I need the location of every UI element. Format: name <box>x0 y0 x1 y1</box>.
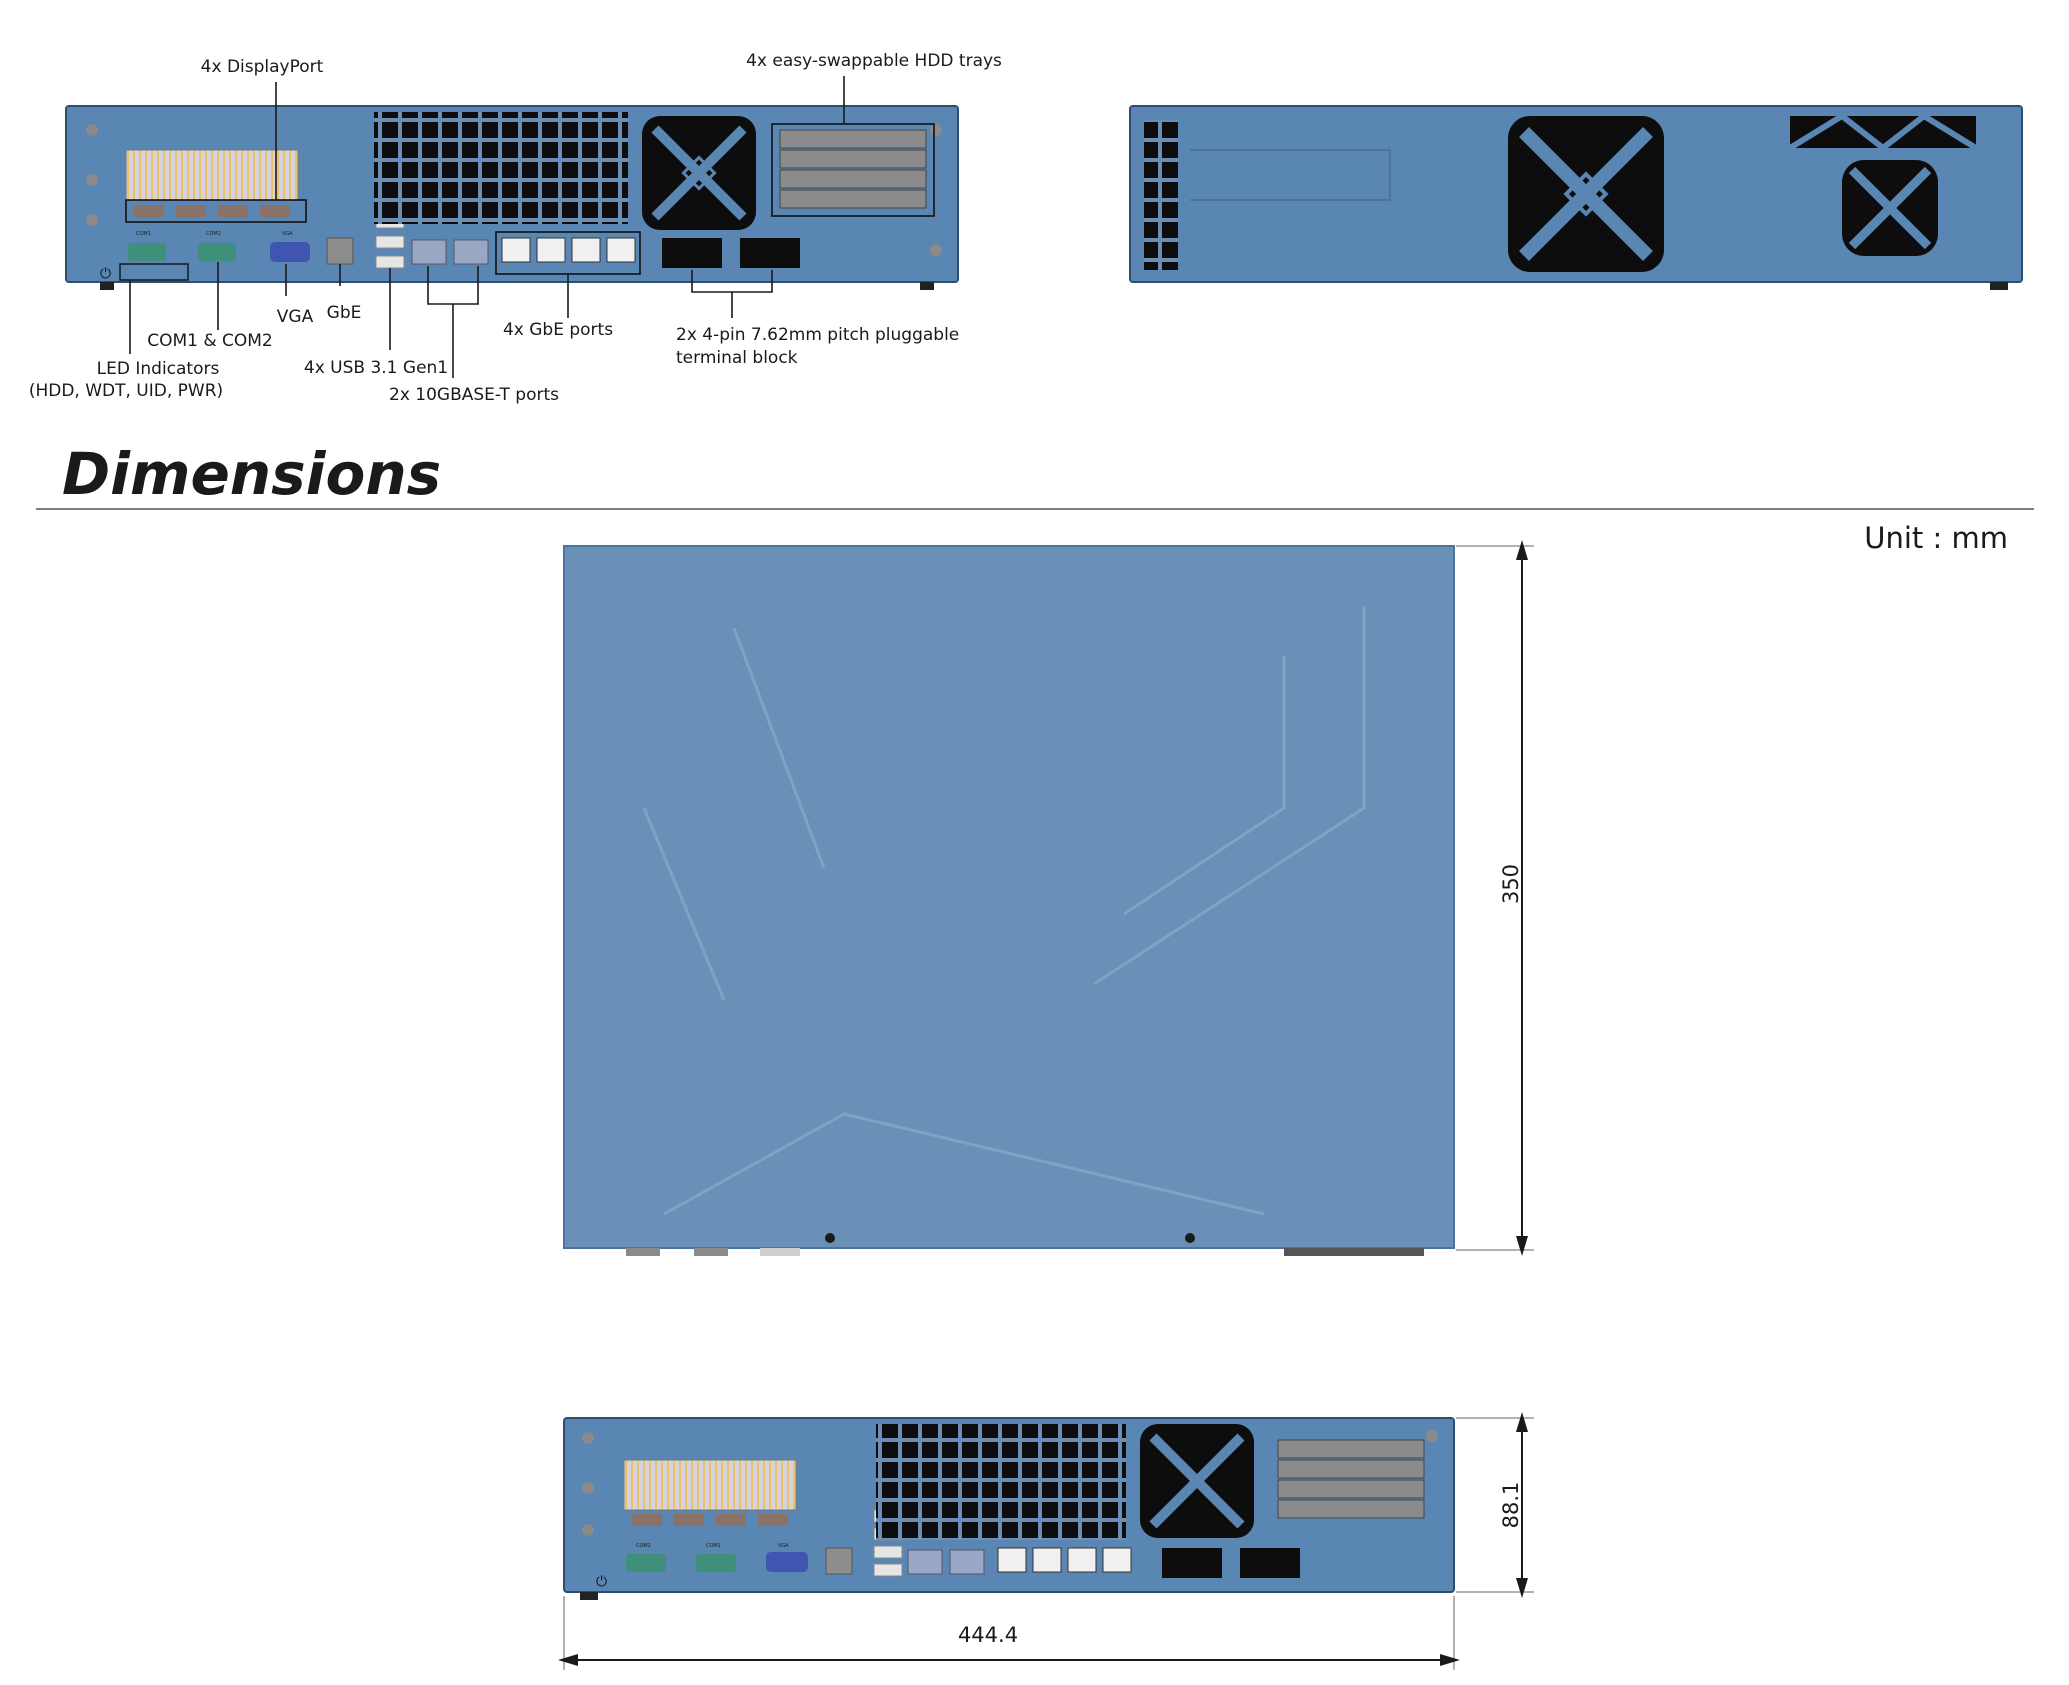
fan-icon <box>1140 1424 1254 1538</box>
depth-value: 350 <box>1499 864 1523 904</box>
terminal-block <box>662 238 722 268</box>
usb-port <box>375 255 405 269</box>
screw <box>86 124 98 136</box>
screw <box>86 174 98 186</box>
led-label-line1: LED Indicators <box>97 359 220 379</box>
callout-lines <box>129 76 845 378</box>
vent-grid <box>374 112 628 224</box>
gbe-lan-port <box>571 237 601 263</box>
displayport-box <box>125 199 307 223</box>
displayport-connector <box>176 205 206 217</box>
hdd-trays-label: 4x easy-swappable HDD trays <box>746 51 1002 71</box>
com1-port <box>128 243 166 261</box>
gbe-label: GbE <box>327 303 362 323</box>
power-icon: ⏻ <box>100 265 111 281</box>
unit-label: Unit : mm <box>1864 521 2008 555</box>
10gbase-t-label: 2x 10GBASE-T ports <box>389 385 559 405</box>
displayport-connector <box>134 205 164 217</box>
height-dimension <box>1456 1412 1534 1598</box>
fan-icon <box>1842 160 1938 256</box>
hdd-tray <box>779 129 927 149</box>
front-com2-text: COM2 <box>636 1543 651 1549</box>
front-panel: COM1 COM2 VGA ⏻ <box>65 105 959 290</box>
depth-dimension <box>1456 540 1534 1256</box>
displayport-connector <box>218 205 248 217</box>
led-label-line2: (HDD, WDT, UID, PWR) <box>29 381 223 401</box>
led-indicator-box <box>119 263 189 281</box>
foot <box>100 282 114 290</box>
com1-port-text: COM1 <box>136 231 151 237</box>
screw <box>86 214 98 226</box>
10gbase-t-port <box>411 239 447 265</box>
foot <box>1990 282 2008 290</box>
gbe-port <box>326 237 354 265</box>
vga-port <box>270 242 310 262</box>
hdd-tray <box>779 149 927 169</box>
com2-port-text: COM2 <box>206 231 221 237</box>
10gbase-t-port <box>453 239 489 265</box>
fan-icon <box>642 116 756 230</box>
gpu-heatsink <box>125 149 299 201</box>
foot <box>920 282 934 290</box>
terminal-block-label-line1: 2x 4-pin 7.62mm pitch pluggable <box>676 325 959 345</box>
rear-panel <box>1129 105 2023 290</box>
front-view: COM2 COM1 VGA ⏻ <box>563 1417 1455 1600</box>
displayport-label: 4x DisplayPort <box>201 57 324 77</box>
gbe-lan-port <box>536 237 566 263</box>
width-dimension <box>558 1596 1460 1670</box>
front-com1-text: COM1 <box>706 1543 721 1549</box>
hdd-tray-box <box>771 123 935 217</box>
power-icon: ⏻ <box>596 1573 607 1589</box>
hdd-tray <box>779 189 927 209</box>
height-value: 88.1 <box>1499 1482 1523 1529</box>
usb-label: 4x USB 3.1 Gen1 <box>304 358 448 378</box>
hdd-tray <box>779 169 927 189</box>
com-label: COM1 & COM2 <box>147 331 273 351</box>
fan-icon <box>1508 116 1664 272</box>
screw <box>930 124 942 136</box>
gbe-ports-label: 4x GbE ports <box>503 320 613 340</box>
terminal-block-label-line2: terminal block <box>676 348 798 368</box>
screw <box>930 244 942 256</box>
vga-label: VGA <box>277 307 314 327</box>
width-value: 444.4 <box>958 1623 1018 1647</box>
dimensions-heading: Dimensions <box>62 440 441 508</box>
front-vga-text: VGA <box>778 1543 789 1549</box>
displayport-connector <box>260 205 290 217</box>
com2-port <box>198 243 236 261</box>
gbe-lan-port <box>501 237 531 263</box>
gbe-lan-port <box>606 237 636 263</box>
terminal-block <box>740 238 800 268</box>
usb-port <box>375 235 405 249</box>
top-view <box>563 545 1455 1256</box>
vga-port-text: VGA <box>282 231 293 237</box>
rear-vent-grid <box>1144 120 1178 270</box>
